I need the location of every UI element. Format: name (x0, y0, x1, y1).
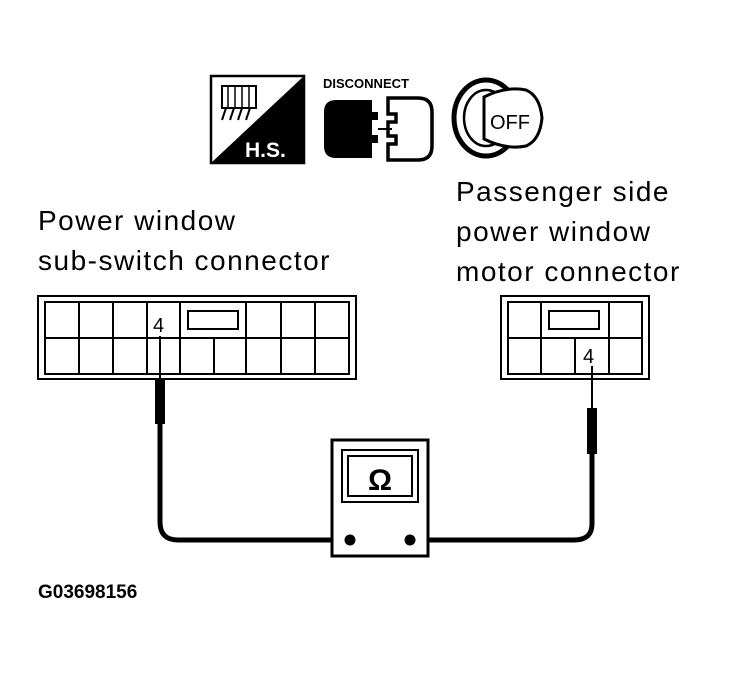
ohmmeter-icon: Ω (330, 438, 430, 558)
disconnect-icon: DISCONNECT (323, 76, 434, 162)
right-connector-title-line1: Passenger side (456, 176, 671, 207)
ignition-key-icon: OFF (451, 77, 544, 159)
key-off-label: OFF (490, 112, 530, 134)
disconnect-label: DISCONNECT (323, 76, 409, 91)
right-connector: 4 (500, 295, 650, 380)
ohm-symbol: Ω (368, 464, 392, 497)
left-connector: 4 (37, 295, 357, 380)
meter-terminal-left (344, 534, 356, 546)
meter-terminal-right (404, 534, 416, 546)
left-probe-lead (155, 336, 348, 543)
figure-id: G03698156 (38, 582, 138, 603)
harness-side-icon: H.S. (209, 74, 306, 165)
right-connector-title-line2: power window (456, 216, 652, 247)
right-terminal-label: 4 (583, 346, 594, 368)
right-probe-lead (410, 366, 597, 543)
left-terminal-label: 4 (153, 315, 164, 337)
harness-side-label: H.S. (245, 139, 286, 162)
right-connector-title-line3: motor connector (456, 256, 681, 287)
left-connector-title-line1: Power window (38, 205, 237, 236)
left-connector-title-line2: sub-switch connector (38, 245, 332, 276)
